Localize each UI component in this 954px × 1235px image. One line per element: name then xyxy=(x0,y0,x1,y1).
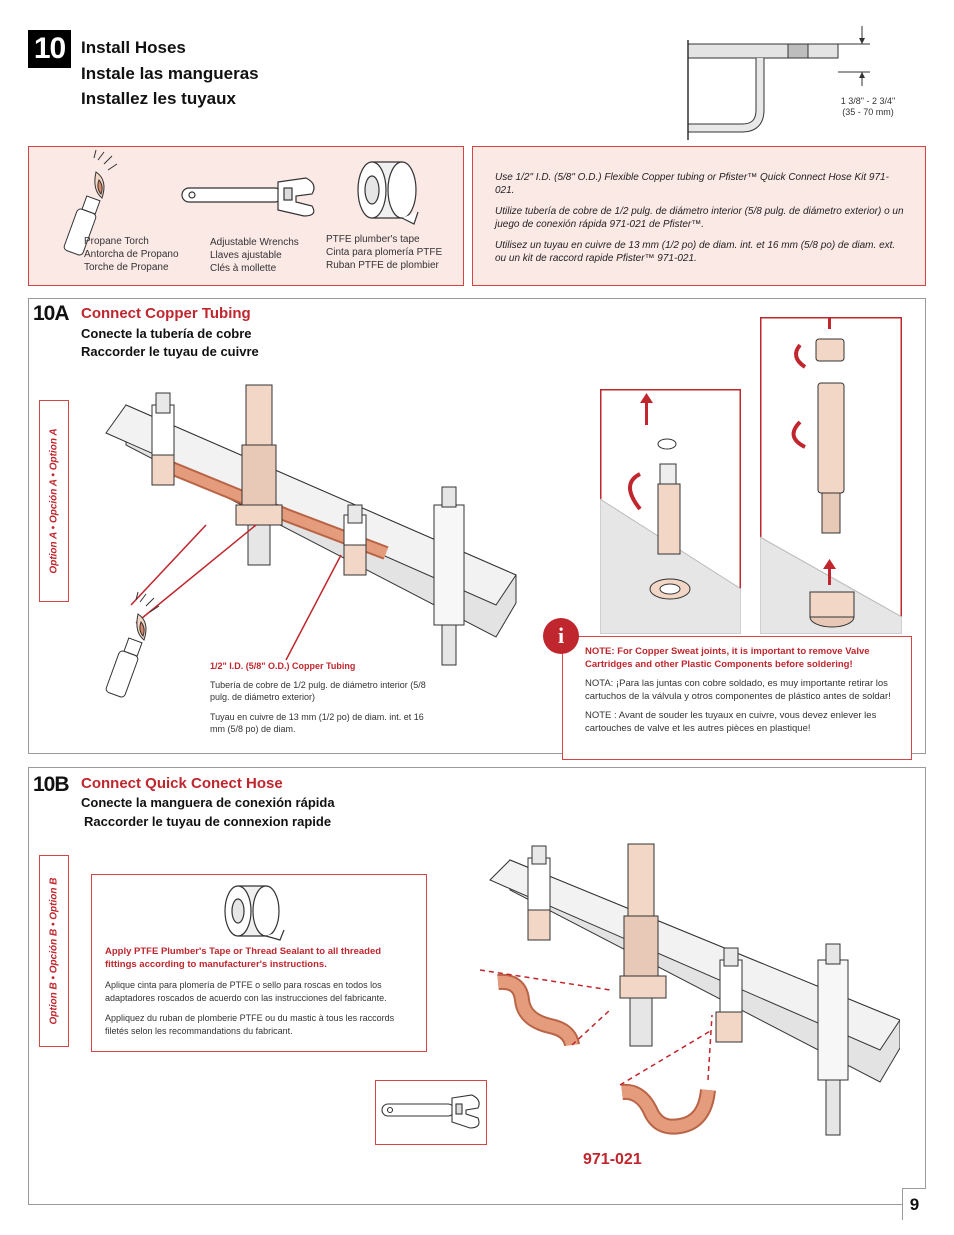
hose-info-fr: Utilisez un tuyau en cuivre de 13 mm (1/… xyxy=(495,240,896,264)
torch-label-en: Propane Torch xyxy=(84,236,149,247)
tape-icon xyxy=(357,161,419,225)
info-icon: i xyxy=(543,618,579,654)
ptfe-fr: Appliquez du ruban de plomberie PTFE ou … xyxy=(105,1013,395,1036)
wrench-label-es: Llaves ajustable xyxy=(210,250,282,261)
option-a-tag: Option A • Opción A • Option A xyxy=(39,400,69,602)
torch-label: Propane Torch Antorcha de Propano Torche… xyxy=(84,235,179,274)
option-b-tag: Option B • Opción B • Option B xyxy=(39,855,69,1047)
hose-info-en: Use 1/2" I.D. (5/8" O.D.) Flexible Coppe… xyxy=(495,172,889,196)
section-b-title-es: Conecte la manguera de conexión rápida xyxy=(81,795,335,810)
soldering-note: NOTE: For Copper Sweat joints, it is imp… xyxy=(562,636,912,760)
page-number: 9 xyxy=(902,1188,926,1220)
tape-label-en: PTFE plumber's tape xyxy=(326,234,420,245)
step-title-es: Instale las mangueras xyxy=(81,64,259,83)
note-en: NOTE: For Copper Sweat joints, it is imp… xyxy=(585,646,870,670)
wrench-label: Adjustable Wrenchs Llaves ajustable Clés… xyxy=(210,236,299,275)
section-a-id: 10A xyxy=(33,302,70,325)
cartridge-removal-inset xyxy=(600,389,741,634)
section-a-title-fr: Raccorder le tuyau de cuivre xyxy=(81,344,259,359)
torch-label-es: Antorcha de Propano xyxy=(84,249,179,260)
tubing-label-fr: Tuyau en cuivre de 13 mm (1/2 po) de dia… xyxy=(210,712,424,734)
option-b-text: Option B • Opción B • Option B xyxy=(48,877,60,1025)
note-fr: NOTE : Avant de souder les tuyaux en cui… xyxy=(585,710,877,734)
section-a-title-es: Conecte la tubería de cobre xyxy=(81,326,252,341)
torch-label-fr: Torche de Propane xyxy=(84,262,169,273)
copper-tubing-assembly-illustration xyxy=(105,384,517,666)
kit-number: 971-021 xyxy=(583,1151,642,1168)
section-b-title-en: Connect Quick Conect Hose xyxy=(81,775,283,792)
note-es: NOTA: ¡Para las juntas con cobre soldado… xyxy=(585,678,891,702)
step-title-fr: Installez les tuyaux xyxy=(81,89,236,108)
stop-removal-inset xyxy=(760,317,902,634)
ptfe-es: Aplique cinta para plomería de PTFE o se… xyxy=(105,980,387,1003)
ptfe-en: Apply PTFE Plumber's Tape or Thread Seal… xyxy=(105,946,382,970)
step-title-en: Install Hoses xyxy=(81,38,186,57)
option-a-text: Option A • Opción A • Option A xyxy=(48,428,60,574)
tape-label-fr: Ruban PTFE de plombier xyxy=(326,260,439,271)
wrench-icon xyxy=(381,1094,480,1129)
section-b-id: 10B xyxy=(33,773,70,796)
hose-info-box: Use 1/2" I.D. (5/8" O.D.) Flexible Coppe… xyxy=(472,146,926,286)
section-b-title-fr: Raccorder le tuyau de connexion rapide xyxy=(84,814,332,829)
clearance-range-mm: (35 - 70 mm) xyxy=(842,107,894,117)
clearance-range-in: 1 3/8" - 2 3/4" xyxy=(840,96,896,106)
section-a-title-en: Connect Copper Tubing xyxy=(81,305,251,322)
tubing-label-en: 1/2" I.D. (5/8" O.D.) Copper Tubing xyxy=(210,661,356,671)
tape-label-es: Cinta para plomería PTFE xyxy=(326,247,443,258)
wrench-label-fr: Clés à mollette xyxy=(210,263,277,274)
torch-icon xyxy=(105,591,160,698)
wrench-icon xyxy=(181,177,315,217)
step-number: 10 xyxy=(28,30,71,68)
clearance-label: 1 3/8" - 2 3/4" (35 - 70 mm) xyxy=(828,96,908,118)
torch-icon xyxy=(63,150,118,256)
tubing-callout: 1/2" I.D. (5/8" O.D.) Copper Tubing Tube… xyxy=(210,661,435,743)
hose-info-es: Utilize tubería de cobre de 1/2 pulg. de… xyxy=(495,206,904,230)
tape-label: PTFE plumber's tape Cinta para plomería … xyxy=(326,233,442,272)
tubing-label-es: Tubería de cobre de 1/2 pulg. de diámetr… xyxy=(210,680,426,702)
tape-icon xyxy=(224,885,285,941)
wall-clearance-diagram xyxy=(687,26,870,140)
quick-connect-assembly-illustration xyxy=(480,843,900,1136)
wrench-label-en: Adjustable Wrenchs xyxy=(210,237,299,248)
